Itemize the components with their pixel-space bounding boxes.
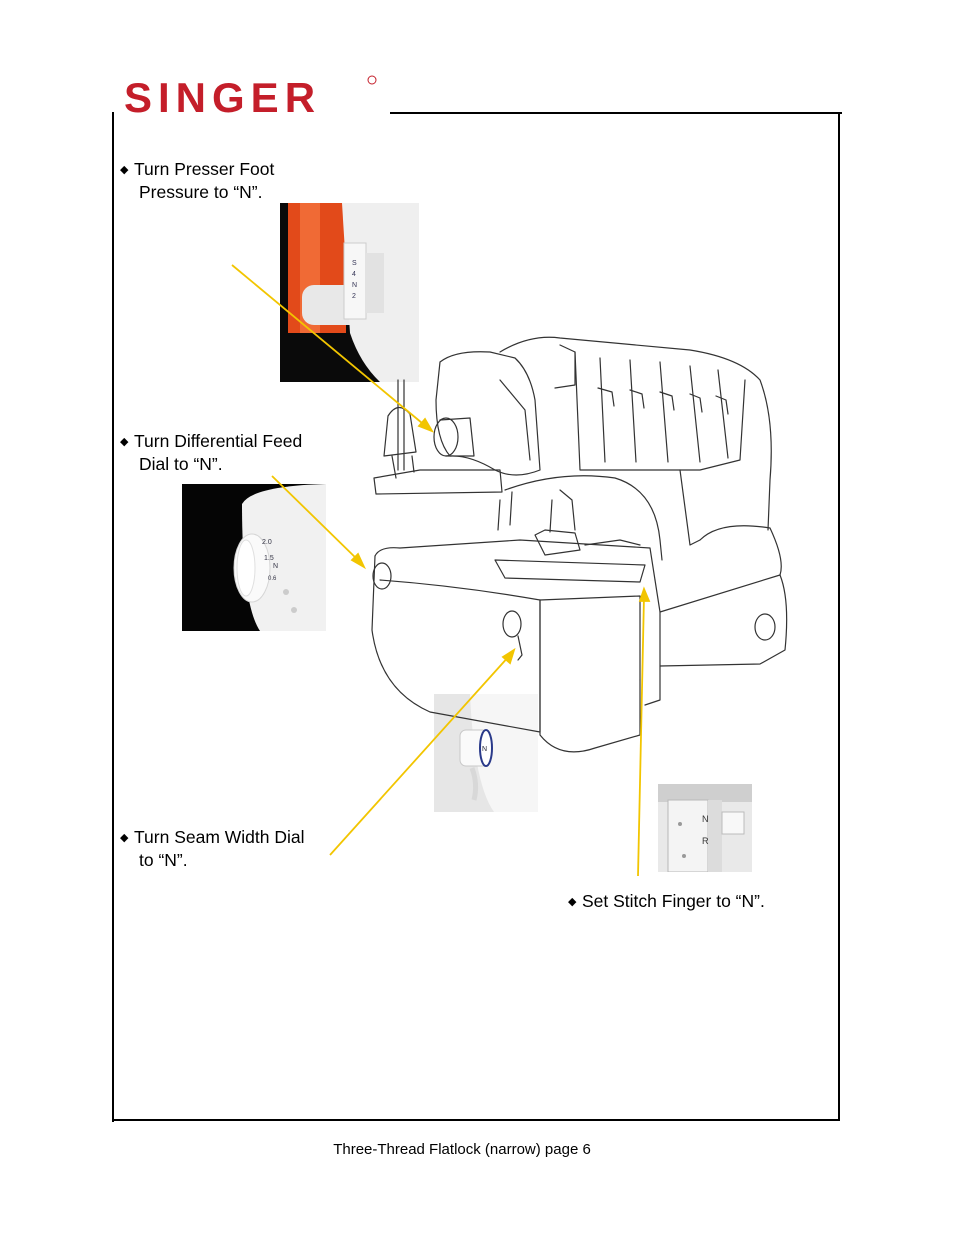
logo-wordmark: SINGER [124,74,321,121]
arrowhead-icon [417,417,435,433]
instruction-stitch-finger: ◆Set Stitch Finger to “N”. [568,891,765,911]
arrow-presser-foot [231,264,429,429]
frame-top-line [390,112,842,114]
arrowhead-icon [350,552,367,570]
svg-text:1.5: 1.5 [264,555,274,562]
svg-text:S: S [352,260,357,267]
instruction-differential-feed: ◆Turn Differential Feed Dial to “N”. [120,431,303,474]
instruction-seam-width: ◆Turn Seam Width Dial to “N”. [120,827,305,870]
instruction-presser-foot: ◆Turn Presser Foot Pressure to “N”. [120,159,275,202]
singer-logo: SINGER [124,74,377,121]
arrow-differential-feed [271,475,361,563]
svg-text:N: N [352,282,357,289]
arrow-stitch-finger [637,595,645,877]
photo-differential-feed-dial: 2.0 1.5 N 0.6 [182,484,326,631]
svg-text:4: 4 [352,271,356,278]
bullet-icon: ◆ [120,832,129,844]
svg-text:2: 2 [352,293,356,300]
svg-text:R: R [702,836,709,846]
arrowhead-icon [638,586,651,602]
page-footer: Three-Thread Flatlock (narrow) page 6 [333,1141,591,1158]
content-frame [112,112,840,1121]
photo-stitch-finger: N R [658,784,752,872]
svg-text:N: N [482,746,487,753]
svg-text:2.0: 2.0 [262,539,272,546]
bullet-icon: ◆ [568,896,577,908]
bullet-icon: ◆ [120,436,129,448]
photo-presser-foot-dial: S 4 N 2 [280,203,419,382]
svg-text:0.6: 0.6 [268,576,277,582]
svg-text:N: N [702,814,709,824]
photo-seam-width-dial: N [434,694,538,812]
bullet-icon: ◆ [120,164,129,176]
svg-text:N: N [273,563,278,570]
callout-arrows [231,264,651,877]
arrowhead-icon [501,647,516,665]
arrow-seam-width [329,654,511,856]
